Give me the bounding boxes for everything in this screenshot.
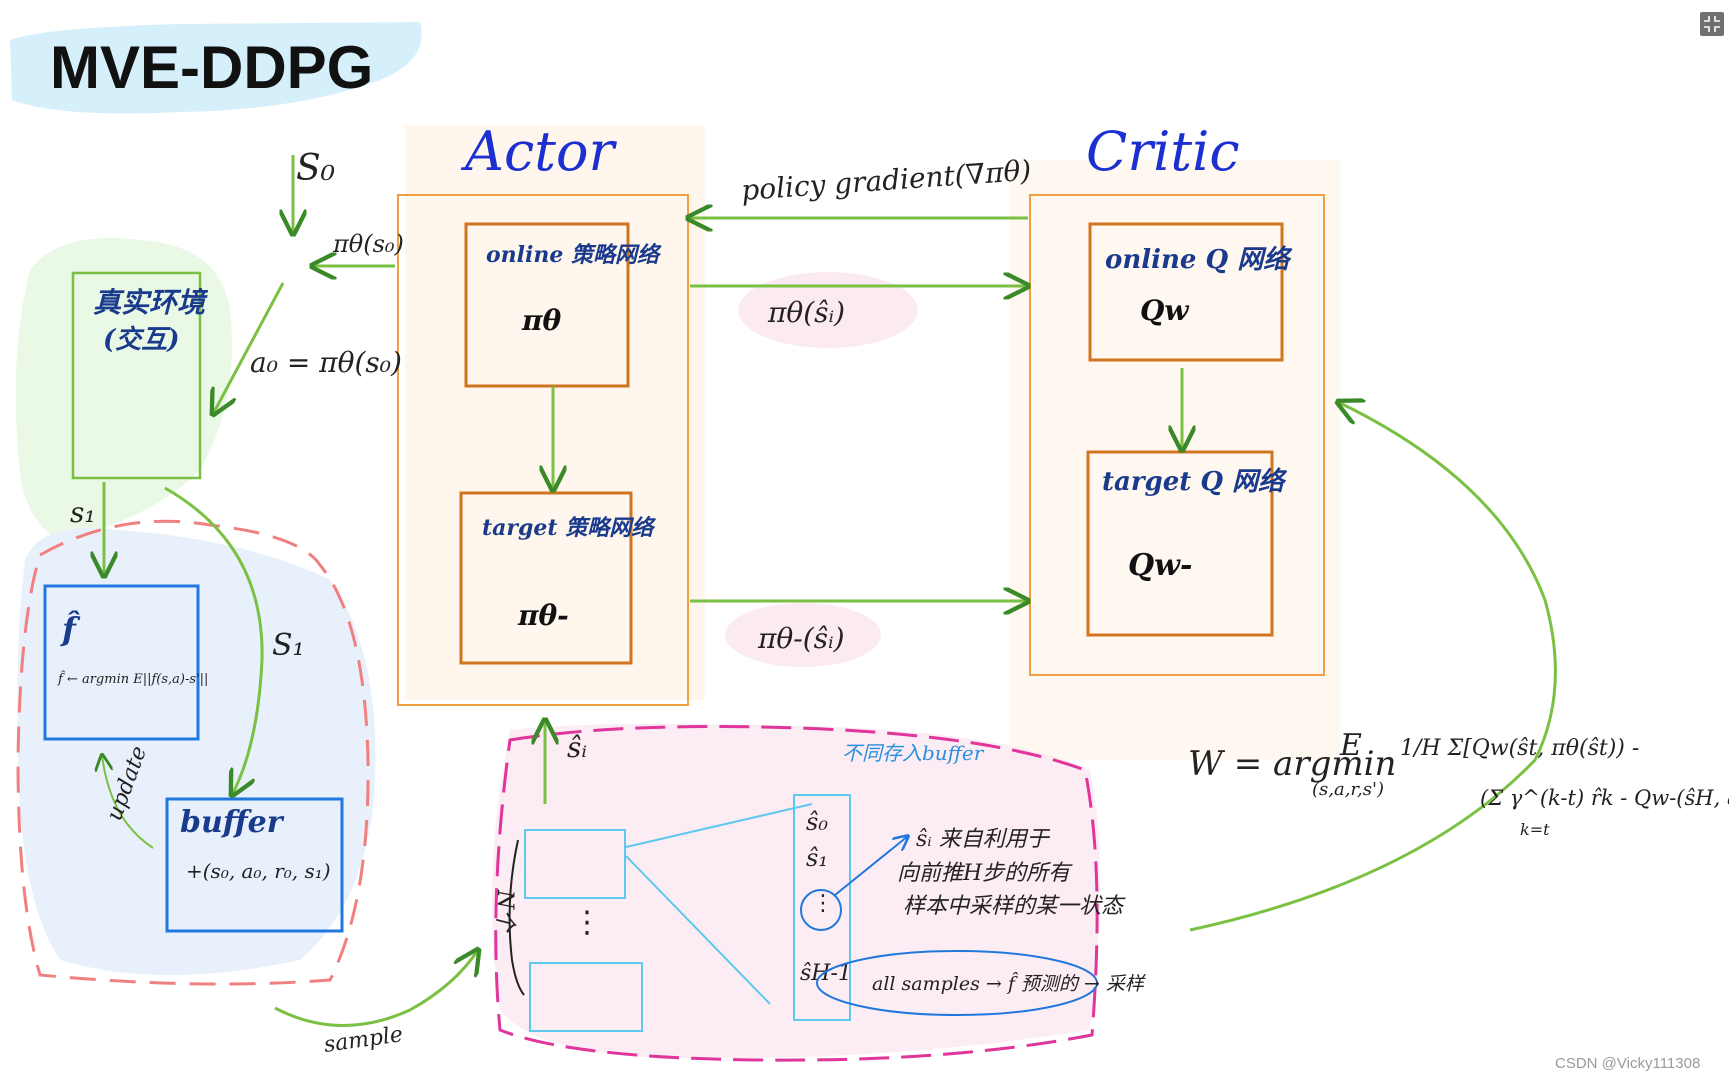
arrow-action-to-env — [213, 282, 285, 414]
rollout-dots: ⋮ — [572, 905, 602, 940]
actor-target-title: target 策略网络 — [482, 515, 656, 541]
label-a0: a₀ = πθ(s₀) — [250, 346, 402, 379]
buffer-title: buffer — [180, 805, 285, 840]
env-title-line2: (交互) — [103, 325, 180, 355]
buffer-formula: +(s₀, a₀, r₀, s₁) — [186, 859, 331, 883]
label-s0: S₀ — [296, 148, 335, 189]
critic-online-title: online Q 网络 — [1105, 245, 1293, 275]
model-box — [43, 584, 200, 741]
selected-state-circle — [800, 889, 842, 931]
rollout-box-bottom — [529, 962, 643, 1032]
state-s0-hat: ŝ₀ — [806, 808, 828, 836]
model-formula: f̂ ← argmin E||f(s,a)-s'|| — [57, 670, 208, 687]
imagined-region-dashed — [494, 725, 1099, 1062]
actor-online-box — [464, 222, 630, 388]
actor-online-title: online 策略网络 — [486, 242, 662, 268]
model-region-dashed — [16, 519, 370, 986]
arrow-loss-to-critic — [1189, 402, 1557, 932]
note-line3: 样本中采样的某一状态 — [903, 894, 1126, 919]
critic-target-symbol: Qw- — [1128, 548, 1192, 583]
env-box — [71, 271, 202, 480]
state-dots: ⋮ — [812, 891, 834, 916]
env-title-line1: 真实环境 — [93, 286, 209, 319]
note-line2: 向前推H步的所有 — [897, 861, 1073, 886]
label-pi-s0: πθ(s₀) — [332, 230, 404, 258]
label-not-in-buffer: 不同存入buffer — [842, 741, 985, 765]
state-s1-hat: ŝ₁ — [806, 844, 828, 872]
label-s1-left: s₁ — [70, 496, 96, 529]
arrow-env-to-buffer — [164, 486, 264, 795]
diagram-title: MVE-DDPG — [50, 34, 373, 101]
buffer-box — [165, 797, 344, 933]
arrow-update — [102, 755, 154, 849]
loss-expectation: E — [1339, 728, 1362, 763]
label-pi-si-target: πθ-(ŝᵢ) — [757, 622, 845, 655]
loss-body: 1/H Σ[Qw(ŝt, πθ(ŝt)) - — [1400, 736, 1639, 761]
label-n-rollouts: N个 — [492, 889, 517, 933]
label-sample: sample — [322, 1022, 404, 1058]
critic-container — [1029, 194, 1325, 676]
critic-online-box — [1088, 222, 1284, 362]
expand-line-top — [625, 803, 813, 848]
actor-online-symbol: πθ — [521, 304, 561, 337]
loss-subscript: (s,a,r,s') — [1312, 779, 1384, 800]
label-pi-si-online: πθ(ŝᵢ) — [767, 296, 845, 329]
model-symbol: f̂ — [60, 610, 81, 648]
pipeline-text: all samples → f̂ 预测的 → 采样 — [872, 972, 1146, 995]
collapse-icon — [1704, 16, 1720, 32]
label-s1-curve: S₁ — [272, 628, 305, 663]
actor-container — [397, 194, 689, 706]
pipeline-ellipse — [816, 950, 1098, 1016]
critic-online-symbol: Qw — [1140, 294, 1189, 327]
loss-sum-limits: k=t — [1520, 820, 1550, 839]
watermark: CSDN @Vicky111308 — [1555, 1055, 1700, 1072]
actor-target-symbol: πθ- — [517, 599, 569, 632]
loss-lhs: W = argmin — [1188, 744, 1396, 784]
actor-target-box — [459, 491, 633, 665]
fullscreen-toggle-button[interactable] — [1700, 12, 1724, 36]
note-line1: ŝᵢ 来自利用于 — [916, 827, 1051, 852]
actor-label: Actor — [460, 120, 617, 183]
label-policy-gradient: policy gradient(∇πθ) — [740, 154, 1032, 207]
rollout-box-top — [524, 829, 626, 899]
state-sequence-box — [793, 794, 851, 1021]
critic-label: Critic — [1086, 120, 1240, 183]
label-s-hat-i: ŝᵢ — [567, 731, 587, 764]
background-washes — [10, 22, 1340, 1059]
expand-line-bottom — [625, 855, 771, 1005]
critic-target-title: target Q 网络 — [1102, 467, 1288, 497]
arrow-state-to-note — [834, 836, 908, 896]
loss-sum-line: (Σ γ^(k-t) r̂k - Qw-(ŝH, a))]² — [1480, 786, 1729, 810]
brace-n-rollouts — [508, 839, 525, 996]
arrow-sample — [274, 950, 478, 1027]
